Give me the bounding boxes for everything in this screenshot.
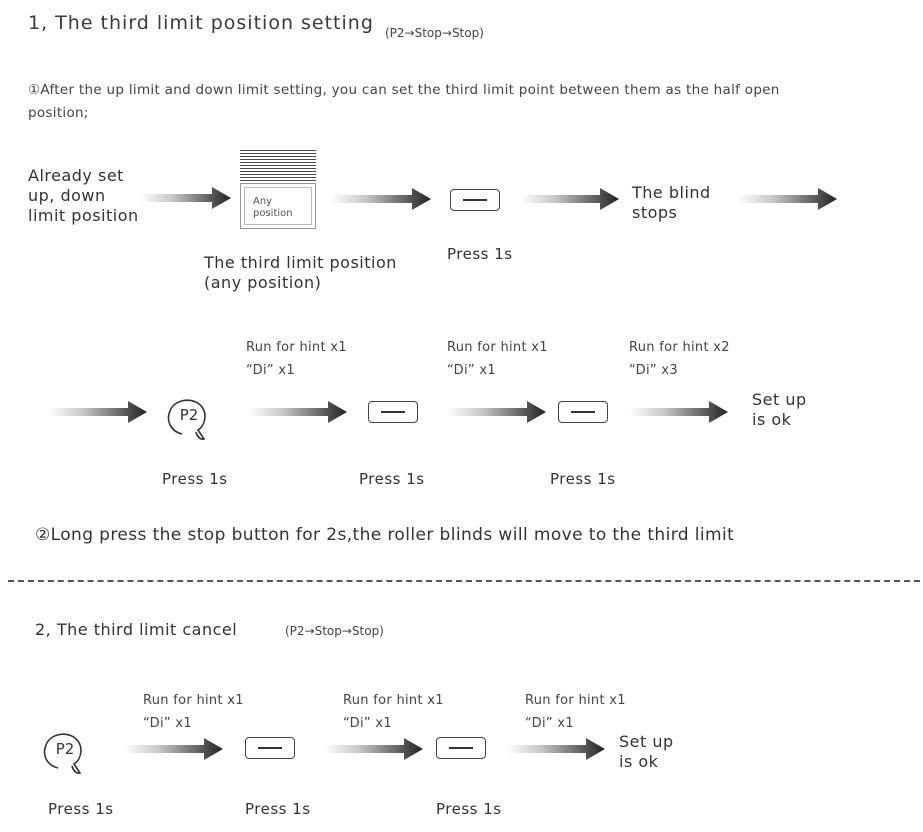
blind-label-line2: position	[253, 208, 293, 219]
s2-press-1s-p2: Press 1s	[48, 800, 114, 818]
s2-setup-ok-line2: is ok	[619, 752, 659, 771]
stop-button-icon	[450, 189, 500, 211]
section-divider	[8, 580, 920, 582]
press-1s-stop1: Press 1s	[359, 470, 425, 488]
s2-hint3-di: “Di” x1	[525, 716, 574, 731]
stop-button-icon	[368, 401, 418, 423]
right-arrow-icon	[447, 399, 547, 425]
press-1s-row1: Press 1s	[447, 245, 513, 263]
setup-ok-line2: is ok	[752, 410, 792, 429]
blind-stops-label: The blind stops	[632, 183, 711, 223]
s2-hint2-di: “Di” x1	[343, 716, 392, 731]
s2-hint1-di: “Di” x1	[143, 716, 192, 731]
blind-stops-line2: stops	[632, 203, 678, 222]
blind-label-line1: Any	[253, 196, 273, 207]
s2-setup-ok-line1: Set up	[619, 732, 674, 751]
right-arrow-icon	[629, 399, 729, 425]
s2-hint3-run: Run for hint x1	[525, 693, 626, 708]
blind-label: Any position	[253, 196, 293, 220]
stop-button-icon	[558, 401, 608, 423]
s2-hint2-run: Run for hint x1	[343, 693, 444, 708]
stop-button-icon	[436, 737, 486, 759]
press-1s-p2: Press 1s	[162, 470, 228, 488]
right-arrow-icon	[324, 736, 424, 762]
hint3-di: “Di” x3	[629, 363, 678, 378]
hint2-run: Run for hint x1	[447, 340, 548, 355]
hint1-run: Run for hint x1	[246, 340, 347, 355]
section1-para1-line1: ①After the up limit and down limit setti…	[28, 82, 780, 98]
third-limit-line2: (any position)	[204, 273, 322, 292]
right-arrow-icon	[520, 186, 620, 212]
hint2-di: “Di” x1	[447, 363, 496, 378]
right-arrow-icon	[738, 186, 838, 212]
s2-press-1s-stop1: Press 1s	[245, 800, 311, 818]
roller-blind-icon	[240, 150, 316, 230]
right-arrow-icon	[506, 736, 606, 762]
blind-window	[240, 183, 316, 229]
right-arrow-icon	[330, 186, 432, 212]
section2-sequence: (P2→Stop→Stop)	[285, 624, 384, 638]
right-arrow-icon	[140, 185, 232, 211]
right-arrow-icon	[248, 399, 348, 425]
section2-title: 2, The third limit cancel	[35, 620, 238, 639]
step-already-line1: Already set	[28, 166, 124, 185]
third-limit-line1: The third limit position	[204, 253, 397, 272]
s2-setup-ok-label: Set up is ok	[619, 732, 674, 772]
blind-stops-line1: The blind	[632, 183, 711, 202]
p2-label: P2	[179, 406, 199, 424]
section1-para1-line2: position;	[28, 105, 89, 121]
right-arrow-icon	[48, 399, 148, 425]
p2-remote-button-icon: P2	[40, 728, 90, 778]
section1-sequence: (P2→Stop→Stop)	[385, 26, 484, 40]
section1-title: 1, The third limit position setting	[28, 12, 374, 34]
s2-hint1-run: Run for hint x1	[143, 693, 244, 708]
stop-button-icon	[245, 737, 295, 759]
step-already-line3: limit position	[28, 206, 139, 225]
hint3-run: Run for hint x2	[629, 340, 730, 355]
press-1s-stop2: Press 1s	[550, 470, 616, 488]
third-limit-label: The third limit position (any position)	[204, 253, 397, 293]
blind-slats	[240, 150, 316, 183]
hint1-di: “Di” x1	[246, 363, 295, 378]
setup-ok-label: Set up is ok	[752, 390, 807, 430]
p2-label: P2	[55, 740, 75, 758]
step-already-line2: up, down	[28, 186, 106, 205]
s2-press-1s-stop2: Press 1s	[436, 800, 502, 818]
setup-ok-line1: Set up	[752, 390, 807, 409]
right-arrow-icon	[124, 736, 224, 762]
p2-remote-button-icon: P2	[164, 394, 214, 444]
step-already-set: Already set up, down limit position	[28, 166, 139, 226]
section1-para2: ②Long press the stop button for 2s,the r…	[35, 525, 735, 545]
